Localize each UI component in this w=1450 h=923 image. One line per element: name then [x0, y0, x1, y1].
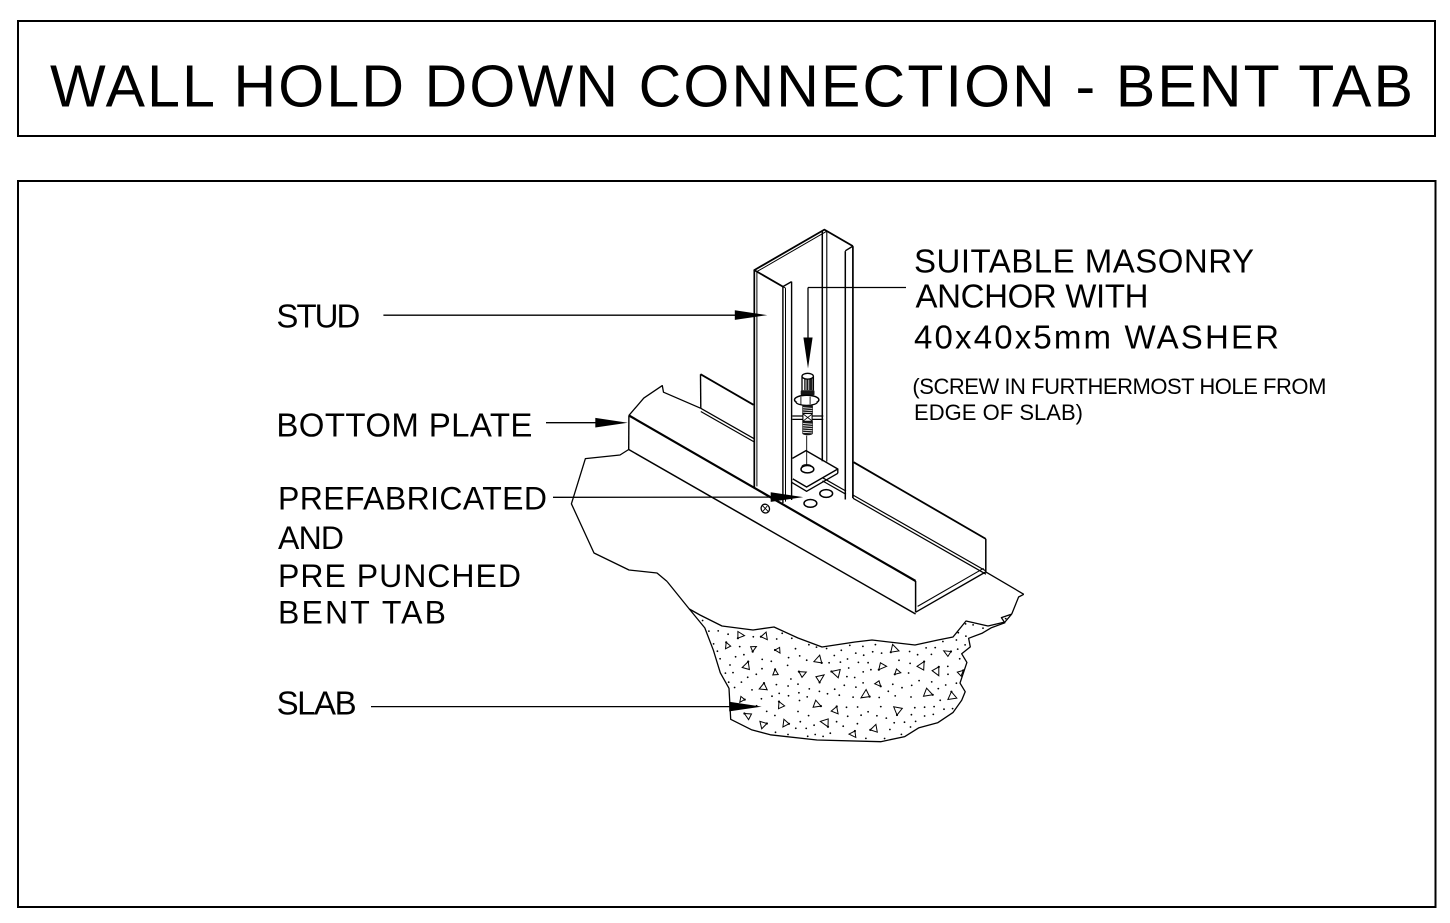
svg-text:PRE PUNCHED: PRE PUNCHED [278, 558, 521, 594]
svg-text:PREFABRICATED: PREFABRICATED [278, 481, 547, 517]
svg-text:SLAB: SLAB [277, 684, 357, 721]
svg-text:BOTTOM PLATE: BOTTOM PLATE [276, 407, 532, 444]
svg-text:(SCREW IN FURTHERMOST HOLE FRO: (SCREW IN FURTHERMOST HOLE FROM [912, 374, 1326, 399]
svg-text:40x40x5mm WASHER: 40x40x5mm WASHER [914, 319, 1279, 356]
svg-text:STUD: STUD [276, 298, 360, 335]
svg-text:AND: AND [278, 520, 344, 556]
svg-text:WALL HOLD DOWN CONNECTION - BE: WALL HOLD DOWN CONNECTION - BENT TAB [50, 54, 1413, 120]
svg-text:EDGE OF SLAB): EDGE OF SLAB) [914, 400, 1083, 425]
svg-text:SUITABLE MASONRY: SUITABLE MASONRY [914, 243, 1254, 280]
svg-text:BENT TAB: BENT TAB [278, 595, 446, 631]
svg-text:ANCHOR WITH: ANCHOR WITH [916, 278, 1149, 315]
